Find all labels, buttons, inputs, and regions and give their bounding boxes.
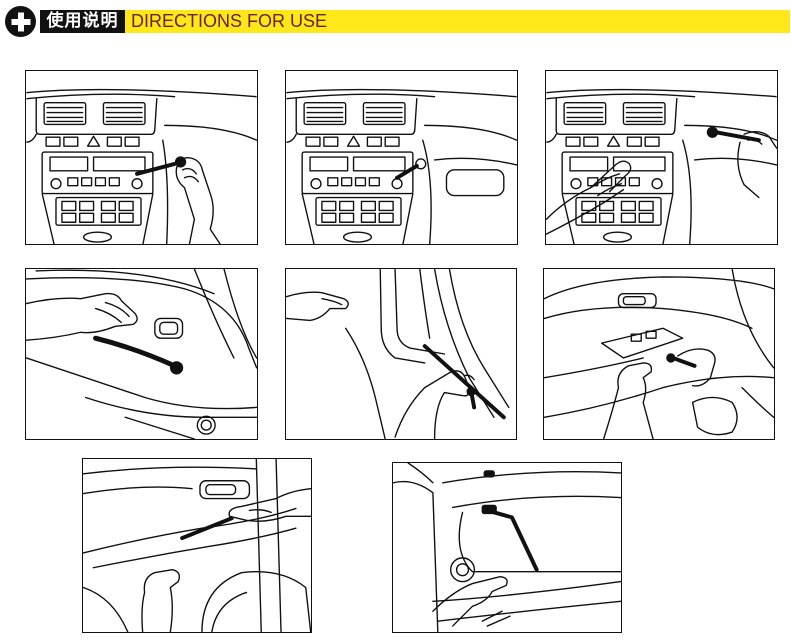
upper-hand bbox=[228, 487, 311, 522]
door-frame bbox=[344, 269, 510, 439]
hand bbox=[26, 292, 138, 341]
directions-title: DIRECTIONS FOR USE bbox=[125, 10, 790, 33]
door-panel bbox=[432, 470, 621, 627]
illustration-step-2-art bbox=[286, 88, 517, 244]
door-pillar bbox=[393, 463, 439, 632]
illustration-step-6 bbox=[543, 268, 775, 440]
illustration-step-4-art bbox=[26, 269, 257, 439]
door-handle bbox=[617, 293, 657, 309]
door-handle-recess bbox=[154, 317, 184, 339]
lower-hand bbox=[394, 370, 475, 439]
pry-tool bbox=[93, 335, 184, 375]
pry-tool bbox=[666, 353, 697, 368]
glove-box bbox=[445, 169, 505, 197]
tool-clip bbox=[483, 470, 495, 478]
illustration-step-8-art bbox=[393, 463, 621, 632]
illustration-step-8 bbox=[392, 462, 622, 633]
right-hand bbox=[737, 131, 777, 199]
pry-tool bbox=[481, 504, 539, 572]
window-switch bbox=[600, 327, 684, 359]
dashboard-trim bbox=[682, 124, 777, 244]
lower-hand bbox=[141, 569, 181, 632]
door-panel bbox=[83, 459, 297, 632]
illustration-step-7-art bbox=[83, 459, 311, 632]
illustration-step-2 bbox=[285, 70, 518, 245]
pry-tool bbox=[395, 158, 427, 180]
door-panel bbox=[26, 269, 257, 439]
hand bbox=[175, 157, 221, 244]
door-speaker bbox=[196, 415, 216, 435]
left-hand bbox=[602, 362, 654, 439]
dashboard bbox=[546, 88, 777, 244]
cn-section-label: 使用说明 bbox=[40, 10, 125, 33]
illustration-step-6-art bbox=[544, 269, 774, 439]
dashboard-trim bbox=[422, 124, 517, 244]
illustration-step-3-art bbox=[546, 88, 777, 244]
door-trim-strip bbox=[422, 344, 506, 420]
pry-tool bbox=[466, 386, 477, 410]
illustration-step-7 bbox=[82, 458, 312, 633]
door-pocket bbox=[691, 396, 738, 436]
upper-hand bbox=[286, 291, 349, 322]
right-hand bbox=[677, 348, 716, 387]
illustration-step-5 bbox=[285, 268, 517, 440]
left-hand bbox=[546, 160, 632, 235]
pry-tool bbox=[180, 516, 234, 541]
dashboard bbox=[26, 88, 257, 244]
illustration-step-1 bbox=[25, 70, 258, 245]
illustration-step-1-art bbox=[26, 88, 257, 244]
dashboard bbox=[286, 88, 517, 244]
illustration-step-3 bbox=[545, 70, 778, 245]
hand bbox=[432, 575, 508, 627]
door-panel bbox=[544, 269, 774, 418]
seat bbox=[201, 571, 311, 632]
illustration-step-5-art bbox=[286, 269, 510, 439]
plus-icon bbox=[5, 6, 36, 37]
illustration-step-4 bbox=[25, 268, 258, 440]
door-speaker bbox=[449, 557, 476, 583]
dashboard-trim bbox=[162, 124, 257, 244]
pry-tool bbox=[706, 126, 761, 143]
door-handle-recess bbox=[199, 480, 251, 500]
